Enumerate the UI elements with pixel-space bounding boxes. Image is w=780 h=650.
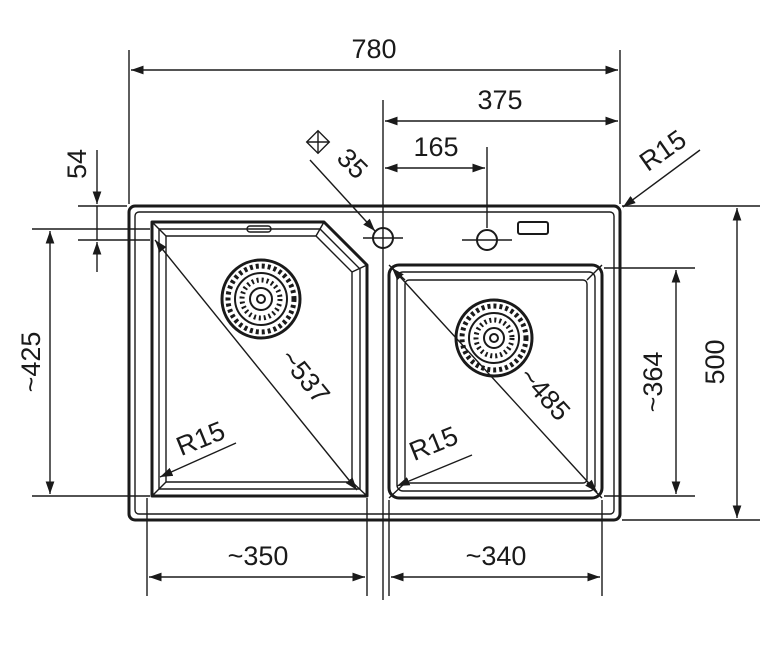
sink-outline (127, 204, 622, 522)
dim-label-364: ~364 (638, 352, 668, 413)
dim-left-bowl-depth: ~425 (16, 228, 150, 497)
dim-label-375: 375 (477, 85, 522, 115)
dim-left-bowl-width: ~350 (146, 498, 368, 596)
dim-right-bowl-width: ~340 (388, 500, 603, 596)
dim-right-bowl-depth: ~364 (604, 267, 695, 497)
overflow-button-icon (517, 221, 549, 235)
overflow-slot-icon (246, 225, 272, 233)
dim-label-340: ~340 (466, 541, 527, 571)
dim-outer-radius: R15 (622, 124, 701, 208)
dim-tap-offset: 165 (385, 132, 488, 228)
dim-right-width: 375 (382, 85, 618, 600)
dim-label-425: ~425 (16, 332, 46, 393)
dim-label-165: 165 (413, 132, 458, 162)
dim-hole-diameter: 35 (305, 129, 376, 232)
dim-overall-width: 780 (128, 34, 621, 204)
left-drain-icon (220, 258, 302, 340)
dim-label-r15-right: R15 (405, 420, 462, 466)
dim-overall-depth: 500 (622, 205, 760, 521)
dim-label-r15-left: R15 (172, 415, 229, 461)
tap-hole-right-icon (462, 229, 512, 251)
dim-left-bowl-radius: R15 (159, 415, 237, 478)
dim-label-500: 500 (700, 339, 730, 384)
dim-label-485: ~485 (513, 361, 576, 426)
diameter-symbol-icon (305, 129, 331, 155)
dim-label-780: 780 (351, 34, 396, 64)
dim-label-350: ~350 (228, 541, 289, 571)
dim-top-margin: 54 (62, 149, 150, 272)
right-drain-icon (454, 298, 534, 378)
dim-label-r15-outer: R15 (634, 124, 692, 177)
dim-label-54: 54 (62, 149, 92, 179)
dim-label-35: 35 (331, 142, 373, 184)
dim-right-bowl-radius: R15 (396, 420, 473, 487)
